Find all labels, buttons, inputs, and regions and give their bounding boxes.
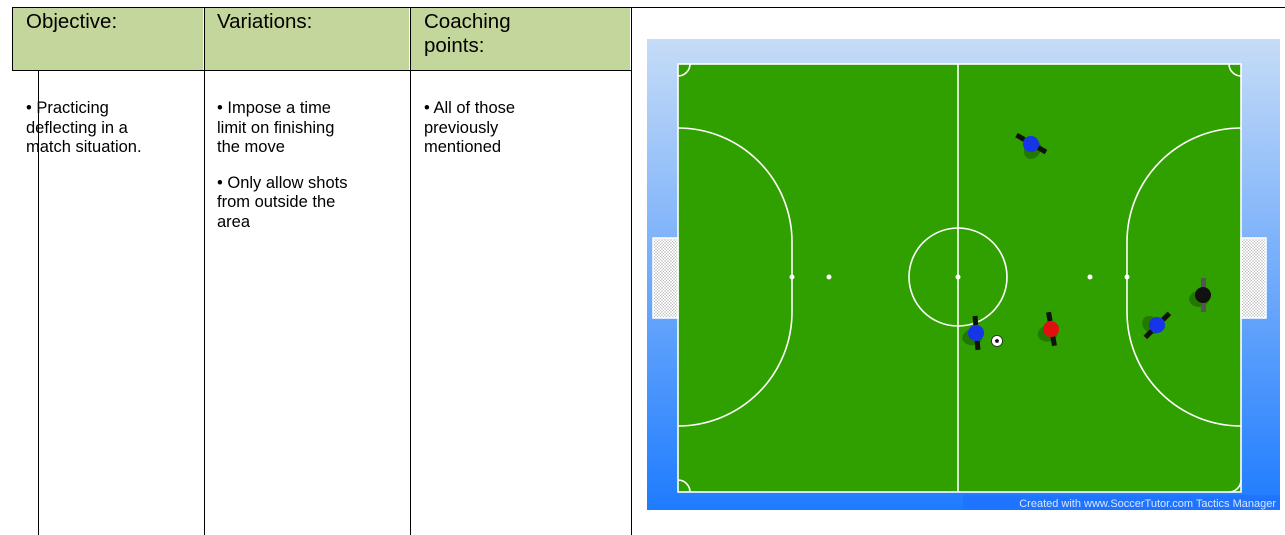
- coaching-cell: • All of those previously mentioned: [424, 99, 624, 174]
- header-cell-variations: [205, 8, 409, 70]
- variation-item: • Impose a time limit on finishing the m…: [217, 99, 335, 156]
- corner-arc-tl: [677, 63, 691, 77]
- right-second-spot: [1087, 274, 1093, 280]
- player-red: [1037, 311, 1059, 347]
- pitch-svg: Created with www.SoccerTutor.com Tactics…: [647, 39, 1280, 510]
- objective-heading: Objective:: [26, 10, 118, 33]
- center-circle: [908, 227, 1008, 327]
- player-blue-1: [1015, 132, 1048, 160]
- tactics-diagram: Created with www.SoccerTutor.com Tactics…: [647, 39, 1280, 510]
- table-left-border-lower: [38, 70, 39, 535]
- coaching-item: • All of those previously mentioned: [424, 99, 516, 156]
- left-penalty-spot: [789, 274, 795, 280]
- objective-item: • Practicing deflecting in a match situa…: [26, 99, 142, 156]
- objective-cell: • Practicing deflecting in a match situa…: [26, 99, 201, 174]
- corner-arc-tr: [1228, 63, 1242, 77]
- center-spot: [955, 274, 961, 280]
- corner-arc-br: [1228, 479, 1242, 493]
- header-cell-objective: [13, 8, 203, 70]
- watermark-text: Created with www.SoccerTutor.com Tactics…: [1019, 498, 1276, 510]
- left-goal: [652, 237, 679, 319]
- column-divider-3: [631, 7, 632, 535]
- coaching-points-heading: Coaching points:: [424, 10, 511, 57]
- corner-arc-bl: [677, 479, 691, 493]
- table-left-border: [12, 7, 13, 71]
- header-cell-coaching: [411, 8, 630, 70]
- column-divider-1: [204, 7, 205, 535]
- left-second-spot: [826, 274, 832, 280]
- column-divider-2: [410, 7, 411, 535]
- right-goal: [1240, 237, 1267, 319]
- watermark-band: [963, 495, 1280, 510]
- variations-cell: • Impose a time limit on finishing the m…: [217, 99, 407, 248]
- soccer-ball-icon: [991, 335, 1003, 347]
- variations-heading: Variations:: [217, 10, 313, 33]
- right-penalty-spot: [1124, 274, 1130, 280]
- variation-item: • Only allow shots from outside the area: [217, 173, 348, 231]
- player-black: [1189, 278, 1211, 312]
- pitch-spots: [789, 274, 1130, 280]
- table-top-border: [12, 7, 1285, 8]
- player-blue-3: [1142, 311, 1172, 340]
- table-header-border: [12, 70, 632, 71]
- player-blue-2: [962, 315, 984, 351]
